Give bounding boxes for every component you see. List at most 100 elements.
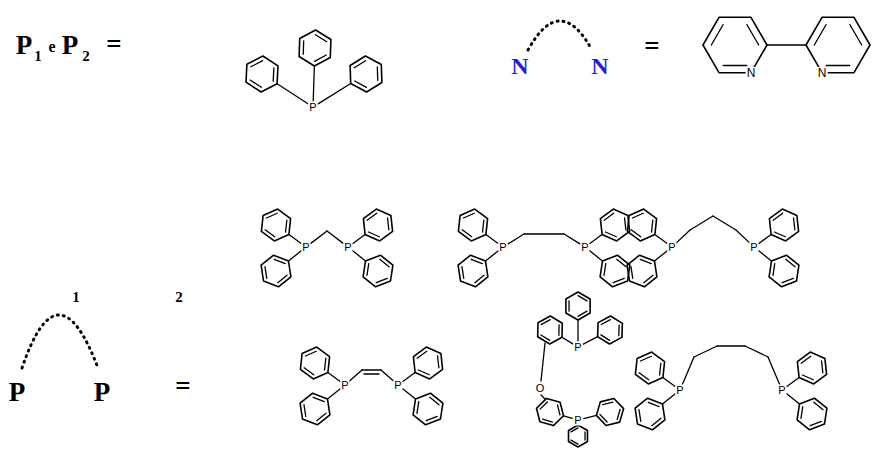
bond-line (311, 231, 327, 243)
bond-line (380, 259, 389, 266)
formula-text: e (48, 39, 55, 55)
atom-label: O (535, 383, 546, 394)
bond-line (578, 311, 587, 316)
bond-line (278, 275, 287, 282)
bond-line (353, 251, 366, 261)
bond-line (583, 337, 597, 345)
bond-line (822, 361, 823, 373)
bond-line (801, 407, 803, 419)
bond-line (362, 369, 381, 370)
atom-label: P (667, 242, 676, 253)
phenyl-ring (363, 255, 393, 287)
atom-label: P (393, 380, 402, 391)
bond-line (850, 24, 862, 45)
bond-line (787, 394, 800, 404)
phenyl-ring (363, 209, 392, 241)
bond-line (376, 278, 387, 282)
bond-line (690, 216, 713, 230)
bond-line (325, 358, 326, 370)
atom-label: N (817, 67, 828, 79)
atom-label: P (301, 242, 310, 253)
atom-label: P (308, 102, 317, 113)
bond-line (288, 251, 301, 261)
bond-line (273, 68, 275, 81)
bond-line (277, 84, 308, 104)
phenyl-ring (703, 17, 767, 72)
bond-line (564, 234, 580, 244)
bond-line (603, 402, 613, 405)
bond-line (782, 278, 793, 282)
bond-line (568, 301, 569, 311)
bond-line (631, 267, 633, 279)
bond-line (318, 84, 351, 104)
bond-line (773, 213, 783, 220)
phenyl-ring (627, 209, 656, 241)
phenyl-ring (300, 393, 330, 425)
phenyl-ring (350, 56, 382, 92)
formula-text: N (591, 54, 608, 78)
bond-line (639, 373, 649, 380)
atom-label: P (675, 385, 684, 396)
bond-line (625, 218, 626, 230)
phenyl-ring (537, 398, 564, 425)
bond-line (483, 220, 484, 232)
bond-line (786, 259, 795, 266)
phenyl-ring (458, 209, 487, 241)
phenyl-ring (600, 209, 629, 241)
bond-line (604, 213, 614, 220)
bond-line (355, 81, 367, 87)
bond-line (652, 418, 661, 425)
bond-line (768, 357, 780, 384)
bond-line (475, 275, 484, 282)
bond-line (814, 24, 826, 45)
atom-label: P (498, 242, 507, 253)
bond-line (251, 61, 263, 67)
bond-line (541, 395, 545, 399)
phenyl-ring (569, 425, 588, 447)
bond-line (463, 213, 474, 218)
bond-line (381, 370, 394, 381)
atom-label: P (580, 242, 589, 253)
bond-line (367, 213, 377, 220)
bond-line (644, 275, 653, 282)
bond-line (747, 24, 759, 45)
bond-line (577, 320, 578, 341)
bond-line (563, 416, 572, 419)
bond-line (368, 232, 379, 237)
formula-text: = (175, 373, 190, 400)
bond-line (655, 234, 667, 243)
atom-label: N (746, 67, 757, 79)
phenyl-ring (769, 255, 799, 287)
phenyl-ring (458, 255, 488, 287)
bond-line (717, 345, 745, 346)
bond-line (652, 220, 653, 232)
bond-line (543, 419, 553, 422)
atom-label: P (777, 385, 786, 396)
bond-line (590, 234, 602, 243)
atom-label: P (573, 342, 582, 353)
atom-label: P (343, 242, 352, 253)
phenyl-ring (627, 255, 657, 287)
bond-line (418, 370, 429, 375)
bond-line (265, 230, 275, 237)
bond-line (640, 259, 651, 263)
formula-text: P (16, 32, 33, 59)
bond-line (773, 264, 775, 276)
phenyl-ring (413, 393, 443, 425)
bond-line (617, 259, 626, 266)
bond-line (711, 24, 723, 45)
bond-line (353, 234, 365, 243)
bond-line (471, 259, 482, 263)
bond-line (676, 230, 690, 243)
bond-line (605, 232, 616, 237)
atom-label: P (573, 415, 582, 426)
phenyl-ring (413, 347, 442, 379)
formula-text: = (644, 33, 659, 60)
phenyl-ring (538, 316, 563, 344)
bond-line (430, 397, 439, 404)
bond-line (486, 234, 498, 243)
phenyl-ring (246, 56, 278, 92)
bond-line (571, 428, 578, 432)
phenyl-ring (566, 292, 590, 320)
bond-line (613, 278, 624, 282)
